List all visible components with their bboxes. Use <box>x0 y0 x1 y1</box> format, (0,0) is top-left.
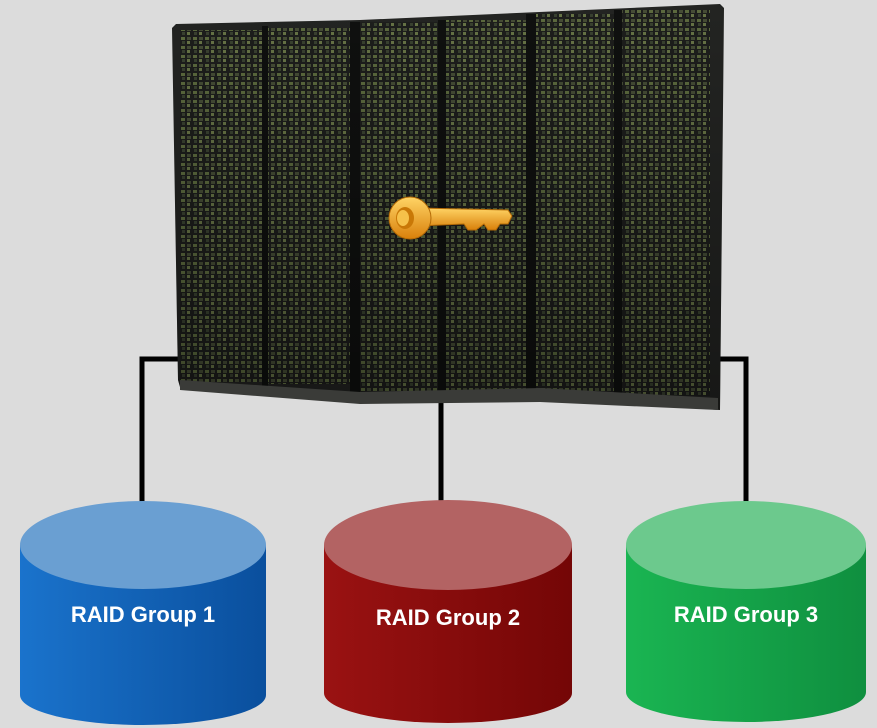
raid-group-3: RAID Group 3 <box>626 501 866 722</box>
raid-group-1: RAID Group 1 <box>20 501 266 725</box>
cylinder-body <box>20 545 266 725</box>
cylinder-top <box>324 500 572 590</box>
connector-group-1 <box>139 356 182 508</box>
cylinder-top <box>20 501 266 589</box>
key-icon <box>388 196 513 240</box>
cylinder-body <box>324 545 572 723</box>
connector-group-3 <box>716 356 749 503</box>
cylinder-top <box>626 501 866 589</box>
raid-group-2: RAID Group 2 <box>324 500 572 723</box>
raid-group-label: RAID Group 2 <box>376 605 520 630</box>
cylinder-body <box>626 545 866 722</box>
raid-group-label: RAID Group 1 <box>71 602 215 627</box>
connectors <box>139 356 749 508</box>
server-rack-icon <box>172 4 724 410</box>
raid-group-label: RAID Group 3 <box>674 602 818 627</box>
